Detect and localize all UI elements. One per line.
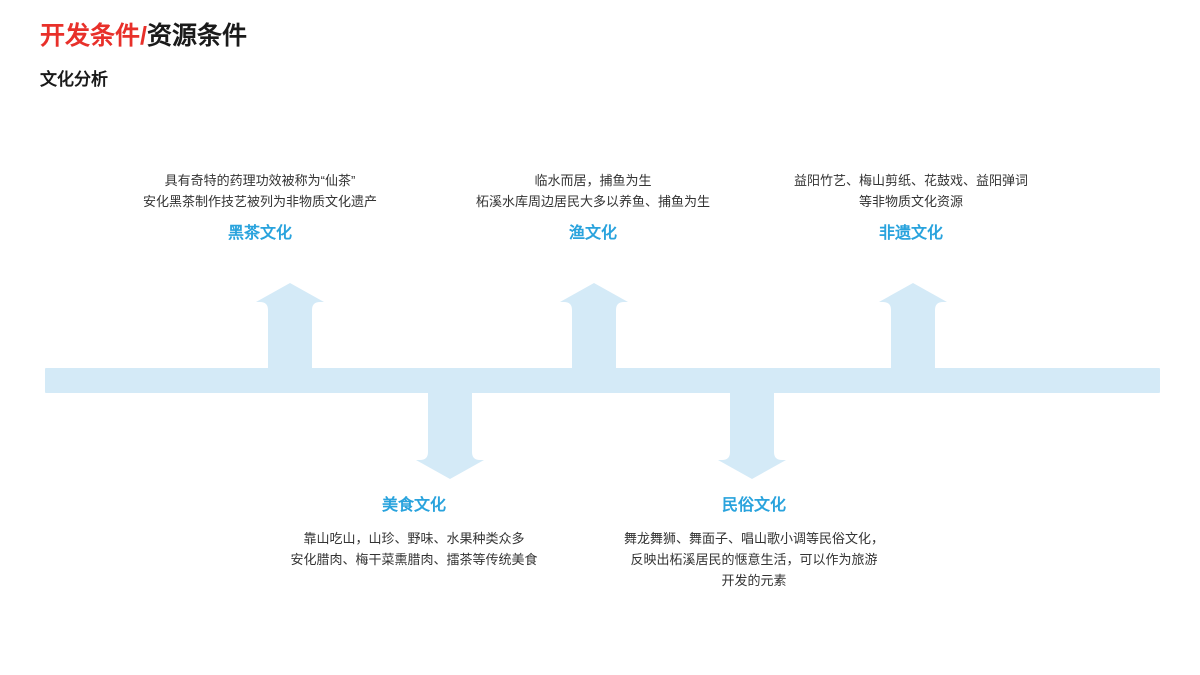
node-yu-body: 临水而居，捕鱼为生 柘溪水库周边居民大多以养鱼、捕鱼为生 <box>432 170 754 212</box>
page-title-secondary: 资源条件 <box>146 22 247 50</box>
node-heicha: 具有奇特的药理功效被称为“仙茶” 安化黑茶制作技艺被列为非物质文化遗产 黑茶文化 <box>110 170 410 245</box>
node-feiyi-line-1: 益阳竹艺、梅山剪纸、花鼓戏、益阳弹词 <box>793 173 1028 188</box>
node-feiyi-body: 益阳竹艺、梅山剪纸、花鼓戏、益阳弹词 等非物质文化资源 <box>780 170 1042 212</box>
node-heicha-line-2: 安化黑茶制作技艺被列为非物质文化遗产 <box>142 194 377 209</box>
node-heicha-line-1: 具有奇特的药理功效被称为“仙茶” <box>164 173 356 188</box>
node-yu-title: 渔文化 <box>568 225 617 242</box>
node-meishi: 美食文化 靠山吃山，山珍、野味、水果种类众多 安化腊肉、梅干菜熏腊肉、擂茶等传统… <box>253 495 575 570</box>
node-minsu-line-2: 反映出柘溪居民的惬意生活，可以作为旅游 <box>630 552 878 567</box>
arrow-up-feiyi <box>879 283 947 393</box>
node-meishi-line-1: 靠山吃山，山珍、野味、水果种类众多 <box>303 531 525 546</box>
page-title-primary: 开发条件 <box>40 22 141 50</box>
node-yu-line-2: 柘溪水库周边居民大多以养鱼、捕鱼为生 <box>475 194 710 209</box>
horizontal-spine-bar <box>45 368 1160 393</box>
node-minsu-line-1: 舞龙舞狮、舞面子、唱山歌小调等民俗文化， <box>623 531 884 546</box>
node-minsu: 民俗文化 舞龙舞狮、舞面子、唱山歌小调等民俗文化， 反映出柘溪居民的惬意生活，可… <box>585 495 923 591</box>
arrow-up-heicha <box>256 283 324 393</box>
node-yu-line-1: 临水而居，捕鱼为生 <box>534 173 652 188</box>
node-minsu-line-3: 开发的元素 <box>721 573 787 588</box>
node-minsu-title: 民俗文化 <box>721 497 786 514</box>
node-heicha-title: 黑茶文化 <box>227 225 292 242</box>
node-heicha-body: 具有奇特的药理功效被称为“仙茶” 安化黑茶制作技艺被列为非物质文化遗产 <box>110 170 410 212</box>
arrow-up-heicha-shaft <box>268 366 312 393</box>
node-meishi-title: 美食文化 <box>381 497 446 514</box>
arrow-down-meishi <box>416 368 484 479</box>
arrow-down-minsu <box>718 368 786 479</box>
node-feiyi: 益阳竹艺、梅山剪纸、花鼓戏、益阳弹词 等非物质文化资源 非遗文化 <box>780 170 1042 245</box>
page-title: 开发条件/资源条件 <box>40 20 740 52</box>
node-meishi-line-2: 安化腊肉、梅干菜熏腊肉、擂茶等传统美食 <box>290 552 538 567</box>
node-feiyi-line-2: 等非物质文化资源 <box>858 194 963 209</box>
node-feiyi-title: 非遗文化 <box>878 225 943 242</box>
page-subtitle: 文化分析 <box>40 70 108 89</box>
node-meishi-body: 靠山吃山，山珍、野味、水果种类众多 安化腊肉、梅干菜熏腊肉、擂茶等传统美食 <box>253 528 575 570</box>
node-yu: 临水而居，捕鱼为生 柘溪水库周边居民大多以养鱼、捕鱼为生 渔文化 <box>432 170 754 245</box>
page-title-separator: / <box>140 22 147 50</box>
node-minsu-body: 舞龙舞狮、舞面子、唱山歌小调等民俗文化， 反映出柘溪居民的惬意生活，可以作为旅游… <box>585 528 923 591</box>
header: 开发条件/资源条件 文化分析 <box>40 20 740 91</box>
arrow-up-yu <box>560 283 628 393</box>
